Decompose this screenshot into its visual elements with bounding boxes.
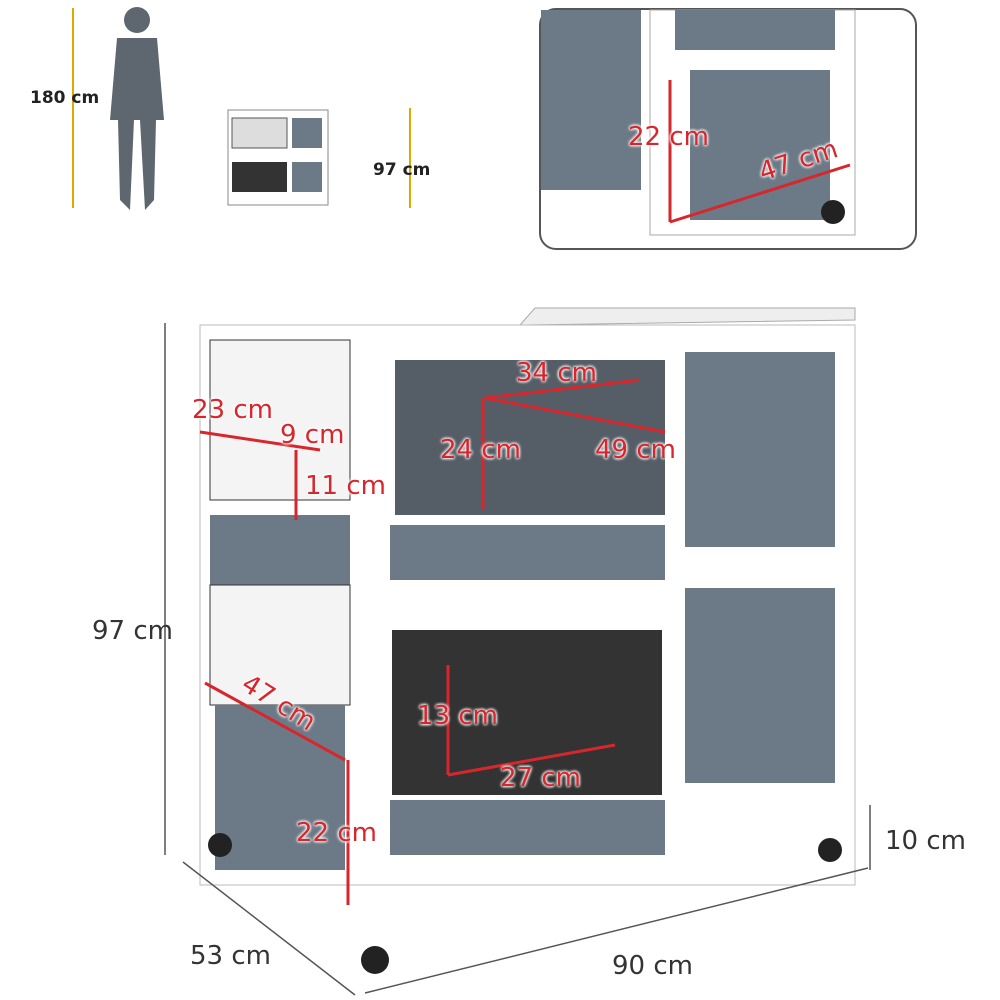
inset-door-height-label: 22 cm (628, 122, 709, 152)
ground-clearance-label: 10 cm (885, 826, 966, 856)
inset-closeup (539, 8, 917, 250)
measurement-lines (199, 378, 666, 905)
hutch-height-mini-label: 97 cm (373, 160, 431, 180)
feeder-width-label: 23 cm (192, 395, 273, 425)
lower-opening-width-label: 27 cm (500, 763, 581, 793)
ramp-length-label: 49 cm (595, 435, 676, 465)
overall-depth-label: 53 cm (190, 941, 271, 971)
feeder-height-label: 11 cm (305, 471, 386, 501)
person-silhouette (110, 7, 164, 210)
overall-height-label: 97 cm (92, 616, 173, 646)
person-height-label: 180 cm (30, 88, 100, 108)
dimension-lines (164, 323, 871, 996)
ramp-top-width-label: 34 cm (516, 358, 597, 388)
overall-width-label: 90 cm (612, 951, 693, 981)
upper-opening-height-label: 24 cm (440, 435, 521, 465)
main-hutch (199, 307, 856, 974)
lower-opening-height-label: 13 cm (417, 701, 498, 731)
lower-side-height-label: 22 cm (296, 818, 377, 848)
mini-hutch (227, 109, 329, 206)
feeder-depth-label: 9 cm (280, 420, 345, 450)
